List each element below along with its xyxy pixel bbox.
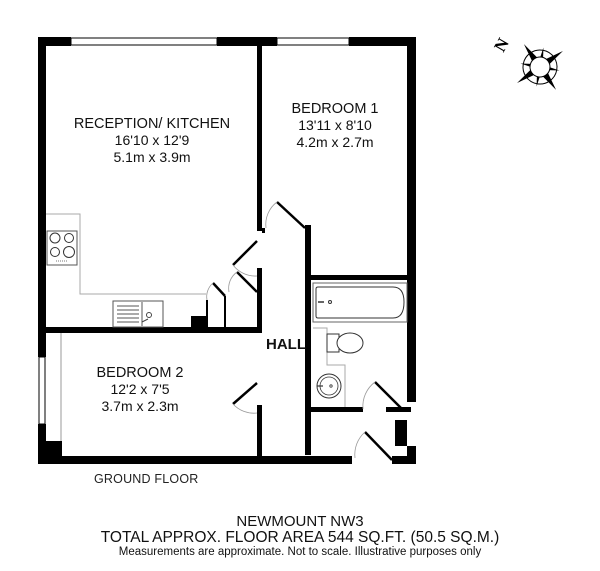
kitchen-counter: [46, 213, 206, 295]
floor-label: GROUND FLOOR: [94, 472, 199, 486]
room-bedroom-2: BEDROOM 2 12'2 x 7'5 3.7m x 2.3m: [96, 365, 183, 414]
disclaimer: Measurements are approximate. Not to sca…: [118, 546, 482, 558]
room-metric: 3.7m x 2.3m: [101, 398, 178, 414]
basin-icon: [316, 373, 342, 399]
doors: [212, 201, 403, 461]
hob-icon: [46, 230, 78, 266]
room-name: RECEPTION/ KITCHEN: [74, 116, 230, 132]
room-bedroom-1: BEDROOM 1 13'11 x 8'10 4.2m x 2.7m: [291, 101, 378, 150]
room-name: BEDROOM 2: [96, 365, 183, 381]
room-hall: HALL: [266, 336, 306, 353]
walls: [38, 37, 416, 464]
window-bedroom2: [38, 356, 46, 425]
room-reception-kitchen: RECEPTION/ KITCHEN 16'10 x 12'9 5.1m x 3…: [74, 116, 230, 165]
compass-rose-icon: [517, 44, 563, 90]
room-imperial: 16'10 x 12'9: [115, 132, 190, 148]
toilet-icon: [326, 332, 364, 354]
windows: [38, 37, 350, 425]
room-metric: 4.2m x 2.7m: [296, 134, 373, 150]
window-reception: [70, 37, 218, 46]
bathroom-counter: [313, 327, 346, 407]
compass-north-label: N: [490, 34, 513, 55]
room-imperial: 13'11 x 8'10: [298, 117, 372, 133]
door-swings: [206, 201, 376, 459]
room-metric: 5.1m x 3.9m: [113, 149, 190, 165]
sink-icon: [112, 300, 164, 328]
window-bedroom1: [276, 37, 350, 46]
bath-icon: [312, 282, 408, 323]
total-floor-area: TOTAL APPROX. FLOOR AREA 544 SQ.FT. (50.…: [100, 529, 500, 546]
property-name: NEWMOUNT NW3: [236, 513, 364, 530]
room-name: BEDROOM 1: [291, 101, 378, 117]
room-imperial: 12'2 x 7'5: [110, 381, 169, 397]
